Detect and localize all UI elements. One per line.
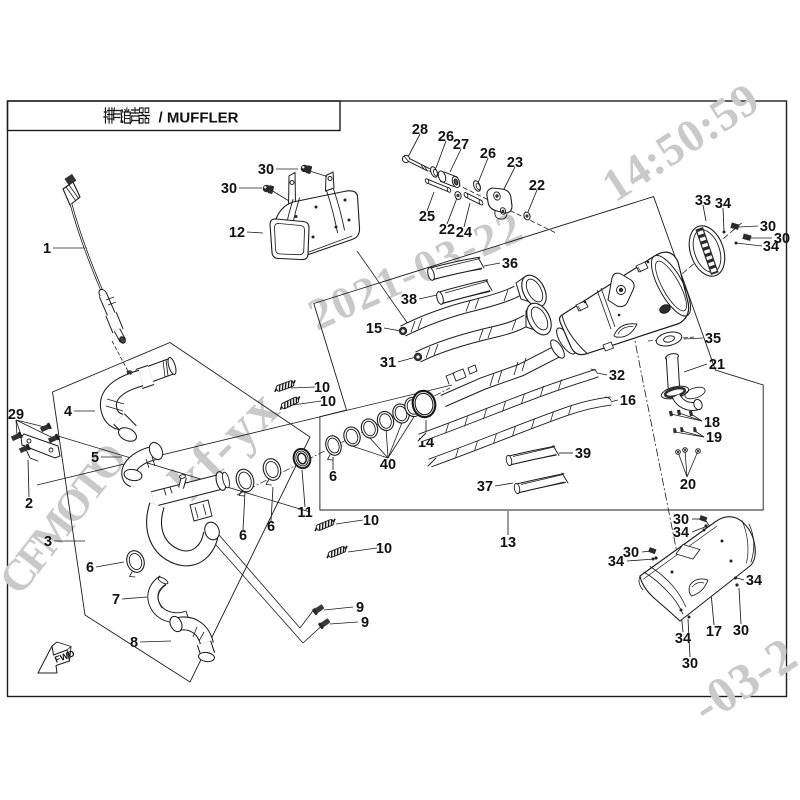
svg-text:29: 29 (8, 407, 24, 423)
svg-text:20: 20 (680, 477, 696, 493)
svg-text:34: 34 (715, 196, 731, 212)
svg-text:36: 36 (502, 256, 518, 272)
svg-text:30: 30 (221, 181, 237, 197)
svg-text:25: 25 (419, 209, 435, 225)
svg-text:30: 30 (733, 623, 749, 639)
svg-text:34: 34 (608, 554, 624, 570)
svg-text:30: 30 (760, 219, 776, 235)
svg-text:6: 6 (267, 519, 275, 535)
svg-text:8: 8 (130, 635, 138, 651)
svg-text:26: 26 (480, 146, 496, 162)
svg-text:17: 17 (706, 624, 722, 640)
svg-text:27: 27 (453, 137, 469, 153)
svg-text:2: 2 (25, 496, 33, 512)
svg-text:/ MUFFLER: / MUFFLER (159, 110, 239, 127)
svg-text:1: 1 (43, 241, 51, 257)
svg-text:13: 13 (500, 535, 516, 551)
svg-text:40: 40 (380, 457, 396, 473)
svg-text:31: 31 (380, 355, 396, 371)
svg-text:10: 10 (320, 394, 336, 410)
svg-text:10: 10 (376, 541, 392, 557)
svg-text:22: 22 (439, 222, 455, 238)
svg-text:30: 30 (623, 545, 639, 561)
svg-text:9: 9 (361, 615, 369, 631)
svg-text:4: 4 (64, 404, 72, 420)
svg-text:32: 32 (609, 368, 625, 384)
svg-text:7: 7 (112, 592, 120, 608)
svg-text:16: 16 (620, 393, 636, 409)
svg-text:5: 5 (91, 450, 99, 466)
svg-text:21: 21 (709, 357, 725, 373)
svg-text:34: 34 (746, 573, 762, 589)
svg-text:30: 30 (682, 656, 698, 672)
svg-text:37: 37 (477, 479, 493, 495)
svg-text:23: 23 (507, 155, 523, 171)
svg-text:30: 30 (673, 512, 689, 528)
svg-text:38: 38 (401, 292, 417, 308)
svg-text:18: 18 (704, 415, 720, 431)
svg-text:35: 35 (705, 331, 721, 347)
svg-text:6: 6 (329, 469, 337, 485)
svg-text:34: 34 (763, 239, 779, 255)
svg-text:30: 30 (774, 231, 790, 247)
svg-text:3: 3 (44, 534, 52, 550)
svg-text:6: 6 (239, 528, 247, 544)
svg-text:10: 10 (363, 513, 379, 529)
svg-text:26: 26 (438, 129, 454, 145)
svg-text:24: 24 (456, 225, 472, 241)
svg-text:30: 30 (258, 162, 274, 178)
svg-text:28: 28 (412, 122, 428, 138)
svg-text:9: 9 (356, 600, 364, 616)
svg-text:15: 15 (366, 321, 382, 337)
svg-text:22: 22 (529, 178, 545, 194)
svg-text:6: 6 (86, 560, 94, 576)
svg-text:39: 39 (575, 446, 591, 462)
svg-text:33: 33 (695, 193, 711, 209)
svg-text:34: 34 (673, 525, 689, 541)
svg-text:11: 11 (297, 505, 312, 521)
svg-text:19: 19 (706, 430, 722, 446)
svg-text:12: 12 (229, 225, 245, 241)
svg-text:10: 10 (314, 380, 330, 396)
svg-text:34: 34 (675, 631, 691, 647)
